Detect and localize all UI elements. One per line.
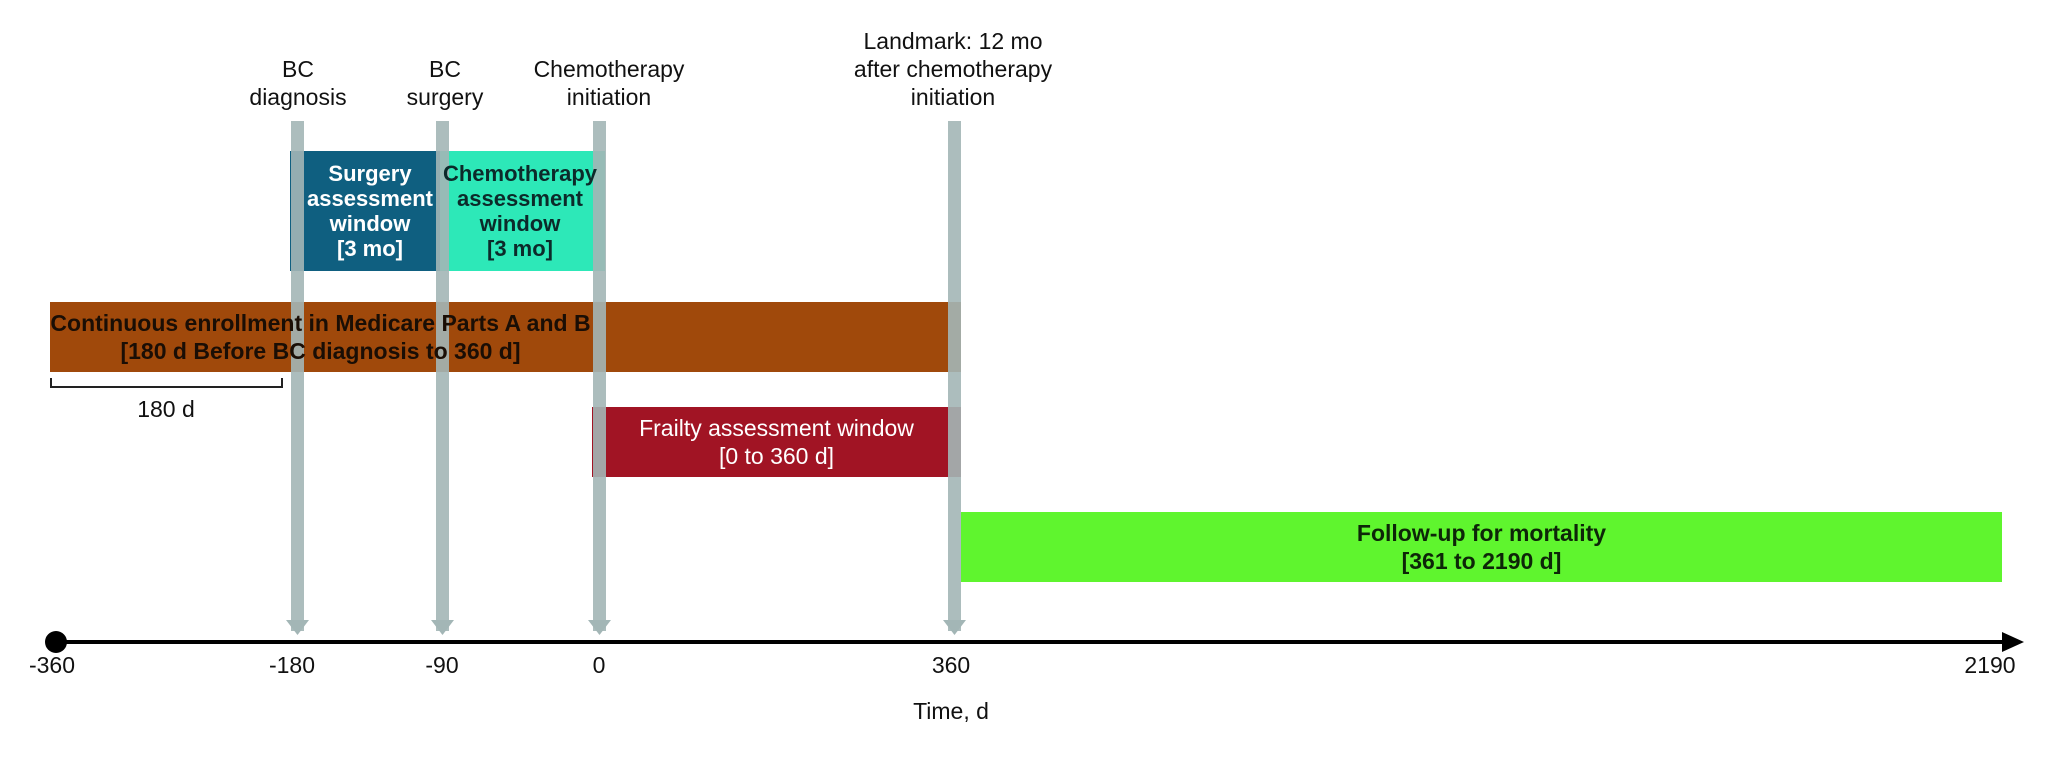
event-label-line: after chemotherapy <box>853 56 1053 82</box>
event-label-line: Chemotherapy <box>533 56 685 82</box>
event-line-bc-surgery <box>431 121 454 635</box>
followup-line: [361 to 2190 d] <box>1401 548 1562 574</box>
tick-label: -90 <box>425 652 459 678</box>
event-label-line: BC <box>429 56 461 82</box>
event-label-bc-surgery: BC surgery <box>407 55 484 111</box>
chemotherapy-window-box <box>440 151 605 271</box>
chemotherapy-window-line: window <box>479 211 561 236</box>
enrollment-line: Continuous enrollment in Medicare Parts … <box>50 310 591 336</box>
surgery-window-line: [3 mo] <box>337 236 403 261</box>
timeline-arrowhead <box>2002 632 2024 652</box>
tick-label: 0 <box>592 652 606 678</box>
event-line-chemo-initiation <box>588 121 611 635</box>
timeline-start-dot <box>45 631 67 653</box>
event-line-landmark <box>943 121 966 635</box>
surgery-window-box <box>290 151 440 271</box>
tick-label: -360 <box>28 652 76 678</box>
enrollment-text: Continuous enrollment in Medicare Parts … <box>50 302 961 372</box>
event-label-line: diagnosis <box>249 84 347 110</box>
event-label-landmark: Landmark: 12 mo after chemotherapy initi… <box>854 27 1052 111</box>
event-label-line: BC <box>282 56 314 82</box>
chemotherapy-window-line: [3 mo] <box>487 236 553 261</box>
frailty-window-box <box>592 407 961 477</box>
enrollment-band <box>50 302 961 372</box>
axis-title: Time, d <box>913 698 989 724</box>
tick-label: -180 <box>268 652 316 678</box>
chemotherapy-window-line: assessment <box>457 186 583 211</box>
bracket-180d <box>50 378 283 388</box>
event-line-bc-diagnosis <box>286 121 309 635</box>
chemotherapy-window-text: Chemotherapy assessment window [3 mo] <box>442 151 598 271</box>
tick-label: 360 <box>931 652 971 678</box>
surgery-window-line: assessment <box>307 186 433 211</box>
event-label-bc-diagnosis: BC diagnosis <box>249 55 346 111</box>
surgery-window-line: Surgery <box>328 161 412 186</box>
surgery-window-text: Surgery assessment window [3 mo] <box>290 151 450 271</box>
followup-line: Follow-up for mortality <box>1356 520 1607 546</box>
event-label-line: initiation <box>910 84 996 110</box>
bracket-label: 180 d <box>137 396 195 422</box>
frailty-line: [0 to 360 d] <box>718 443 835 469</box>
event-label-line: initiation <box>566 84 652 110</box>
surgery-window-line: window <box>329 211 411 236</box>
enrollment-line: [180 d Before BC diagnosis to 360 d] <box>120 338 521 364</box>
tick-label: 2190 <box>1964 652 2016 678</box>
frailty-line: Frailty assessment window <box>639 415 914 441</box>
chemotherapy-window-line: Chemotherapy <box>442 161 598 186</box>
followup-text: Follow-up for mortality [361 to 2190 d] <box>961 512 2002 582</box>
event-label-chemo-initiation: Chemotherapy initiation <box>534 55 685 111</box>
event-label-line: surgery <box>406 84 484 110</box>
frailty-window-text: Frailty assessment window [0 to 360 d] <box>592 407 961 477</box>
followup-box <box>961 512 2002 582</box>
event-label-line: Landmark: 12 mo <box>863 28 1043 54</box>
